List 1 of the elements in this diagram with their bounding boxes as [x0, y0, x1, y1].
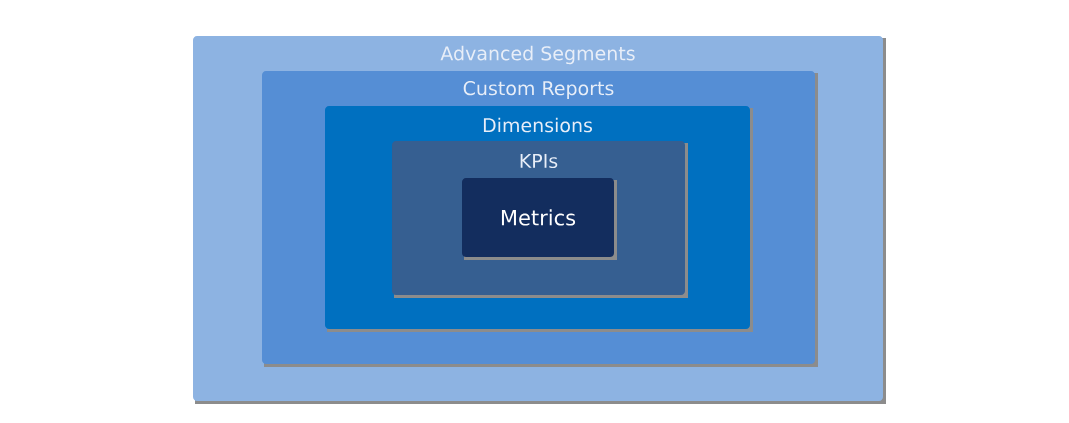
nested-box: Metrics — [462, 178, 617, 260]
